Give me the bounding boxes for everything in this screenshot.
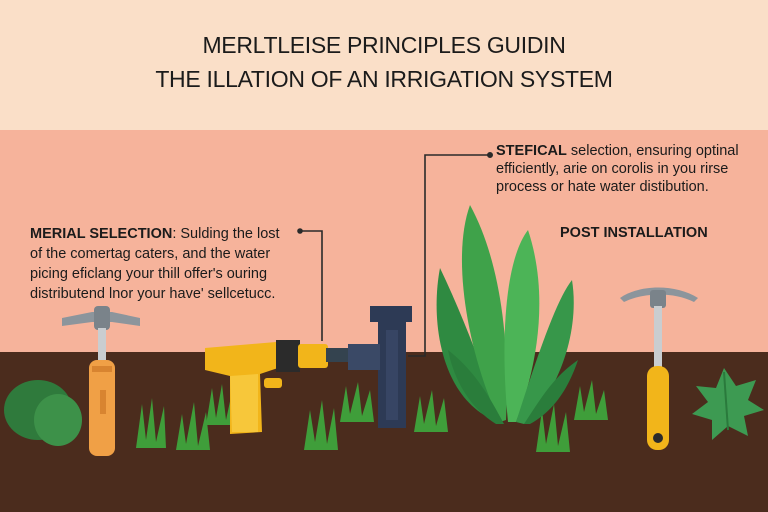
bush-left: [4, 380, 82, 446]
connector-lines: [297, 152, 493, 357]
callout-left-label: MERIAL SELECTION: [30, 226, 173, 242]
callout-left-line1: : Sulding the lost: [172, 226, 280, 242]
callout-right-label: STEFICAL: [496, 143, 567, 159]
callout-right-line3: process or hate water distibution.: [496, 179, 709, 195]
callout-left-line4: distributend lnor your have' sellcetucc.: [30, 286, 276, 302]
leaf-icon: [692, 368, 764, 440]
title-band: [0, 0, 768, 130]
callout-left-line3: picing eficlang your thill offer's ourin…: [30, 266, 268, 282]
title-line-1: MERLTLEISE PRINCIPLES GUIDIN: [202, 32, 566, 58]
callout-right: STEFICAL selection, ensuring optinal eff…: [496, 142, 758, 196]
drill-icon: [205, 340, 348, 434]
callout-left: MERIAL SELECTION: Sulding the lost of th…: [30, 224, 320, 304]
callout-right-line1: selection, ensuring optinal: [566, 143, 739, 159]
page-title: MERLTLEISE PRINCIPLES GUIDIN THE ILLATIO…: [0, 28, 768, 96]
pickaxe-icon: [620, 287, 698, 450]
plant-icon: [436, 205, 578, 424]
pipe-icon: [348, 306, 412, 428]
title-line-2: THE ILLATION OF AN IRRIGATION SYSTEM: [155, 66, 613, 92]
hammer-icon: [62, 306, 140, 456]
grass-icon: [136, 380, 608, 452]
callout-right-line2: efficiently, arie on corolis in you rirs…: [496, 161, 729, 177]
callout-post-installation: POST INSTALLATION: [560, 225, 708, 241]
callout-left-line2: of the comertag caters, and the water: [30, 246, 271, 262]
